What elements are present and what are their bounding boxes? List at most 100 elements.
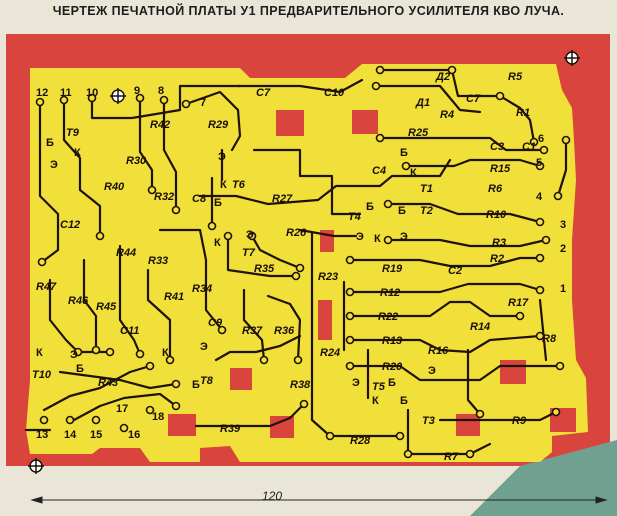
pin-label: 15	[90, 429, 102, 441]
diode-label: Д2	[435, 71, 450, 83]
pad-cutout	[352, 110, 378, 134]
transistor-label: T8	[200, 375, 214, 387]
dimension-line	[30, 496, 608, 504]
pin-label: 8	[158, 85, 164, 97]
resistor-label: R3	[492, 237, 506, 249]
resistor-label: R10	[486, 209, 507, 221]
terminal-letter: Э	[356, 231, 364, 243]
resistor-label: R9	[512, 415, 527, 427]
resistor-label: R34	[192, 283, 212, 295]
transistor-label: T5	[372, 381, 386, 393]
terminal-letter: Э	[400, 231, 408, 243]
resistor-label: R19	[382, 263, 403, 275]
transistor-label: T6	[232, 179, 246, 191]
resistor-label: R1	[516, 107, 530, 119]
capacitor-label: C7	[256, 87, 271, 99]
dimension-value: 120	[262, 489, 283, 503]
resistor-label: R2	[490, 253, 504, 265]
resistor-label: R30	[126, 155, 147, 167]
terminal-letter: К	[374, 233, 381, 245]
mounting-hole	[110, 88, 126, 104]
resistor-label: R14	[470, 321, 490, 333]
component-labels: R1R2R3R4R5R6R7R8R9R10R12R13R14R15R16R17R…	[32, 71, 566, 463]
capacitor-label: C11	[120, 325, 139, 337]
resistor-label: R38	[290, 379, 311, 391]
capacitor-label: C12	[60, 219, 80, 231]
resistor-label: R46	[68, 295, 89, 307]
resistor-label: R37	[242, 325, 263, 337]
resistor-label: R12	[380, 287, 400, 299]
pin-label: 11	[60, 87, 72, 99]
resistor-label: R5	[508, 71, 523, 83]
transistor-label: T2	[420, 205, 433, 217]
pin-label: 13	[36, 429, 48, 441]
resistor-label: R42	[150, 119, 170, 131]
resistor-label: R40	[104, 181, 125, 193]
resistor-label: R6	[488, 183, 503, 195]
capacitor-label: C2	[448, 265, 462, 277]
isolation-traces	[24, 68, 568, 456]
terminal-letter: К	[162, 347, 169, 359]
page-title: ЧЕРТЕЖ ПЕЧАТНОЙ ПЛАТЫ У1 ПРЕДВАРИТЕЛЬНОГ…	[52, 4, 565, 18]
pin-label: 3	[560, 219, 566, 231]
capacitor-label: C8	[192, 193, 207, 205]
pin-label: 16	[128, 429, 140, 441]
resistor-label: R45	[96, 301, 117, 313]
mounting-hole	[564, 50, 580, 66]
pad-cutout	[168, 414, 196, 436]
terminal-letter: Э	[200, 341, 208, 353]
resistor-label: R35	[254, 263, 275, 275]
resistor-label: R33	[148, 255, 168, 267]
resistor-label: R28	[350, 435, 371, 447]
resistor-label: R27	[272, 193, 293, 205]
resistor-label: R4	[440, 109, 454, 121]
transistor-label: T10	[32, 369, 52, 381]
resistor-label: R25	[408, 127, 429, 139]
terminal-letter: Б	[46, 137, 54, 149]
pin-label: 12	[36, 87, 48, 99]
capacitor-label: C10	[324, 87, 345, 99]
terminal-letter: Э	[218, 151, 226, 163]
pin-label: 4	[536, 191, 543, 203]
capacitor-label: C9	[208, 317, 223, 329]
pin-label: 18	[152, 411, 164, 423]
terminal-letter: Б	[398, 205, 406, 217]
capacitor-label: C7	[466, 93, 481, 105]
resistor-label: R22	[378, 311, 398, 323]
terminal-letter: К	[220, 179, 227, 191]
transistor-label: T3	[422, 415, 435, 427]
terminal-letter: Б	[366, 201, 374, 213]
terminal-letter: Б	[400, 395, 408, 407]
capacitor-label: C1	[522, 141, 536, 153]
transistor-label: T7	[242, 247, 256, 259]
resistor-label: R36	[274, 325, 295, 337]
pad-cutout	[456, 414, 480, 436]
solder-pads	[35, 65, 571, 459]
resistor-label: R32	[154, 191, 174, 203]
photo-edge	[470, 440, 617, 516]
resistor-label: R41	[164, 291, 184, 303]
transistor-label: T1	[420, 183, 433, 195]
resistor-label: R23	[318, 271, 338, 283]
pin-label: 2	[560, 243, 566, 255]
terminal-letter: Э	[50, 159, 58, 171]
terminal-letter: Б	[214, 197, 222, 209]
terminal-letter: Б	[76, 363, 84, 375]
resistor-label: R39	[220, 423, 241, 435]
resistor-label: R29	[208, 119, 229, 131]
pad-cutout	[318, 300, 332, 340]
terminal-letter: Б	[388, 377, 396, 389]
pin-label: 5	[536, 157, 542, 169]
resistor-label: R15	[490, 163, 511, 175]
resistor-label: R13	[382, 335, 402, 347]
resistor-label: R26	[286, 227, 307, 239]
pin-label: 17	[116, 403, 128, 415]
transistor-label: T4	[348, 211, 361, 223]
pad-cutout	[270, 416, 294, 438]
resistor-label: R17	[508, 297, 529, 309]
mounting-hole	[28, 458, 44, 474]
resistor-label: R20	[382, 361, 403, 373]
terminal-letter: Э	[352, 377, 360, 389]
terminal-letter: Э	[428, 365, 436, 377]
